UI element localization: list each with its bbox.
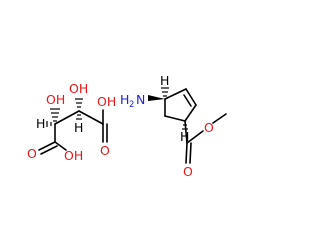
amine-hydrogen-label: H <box>120 92 129 107</box>
structure-drawing: OH OH OH OH H H O O H 2 N H <box>27 73 227 179</box>
hydrogen-label: H <box>160 73 169 88</box>
hydrogen-label: H <box>74 120 83 135</box>
hydroxyl-label: OH <box>46 92 65 107</box>
oxygen-label: O <box>100 143 110 158</box>
oxygen-label: O <box>27 146 37 161</box>
structure-canvas: OH OH OH OH H H O O H 2 N H <box>27 73 227 179</box>
cyclopentene-stereo-bonds <box>148 87 188 130</box>
hydroxyl-label: OH <box>97 94 116 109</box>
carbonyl-oxygen-label: O <box>183 164 193 179</box>
hydrogen-label: H <box>36 116 45 131</box>
hydrogen-label: H <box>180 129 189 144</box>
ester-oxygen-label: O <box>204 120 214 135</box>
hydroxyl-label: OH <box>64 148 83 163</box>
tartaric-acid-stereo-bonds <box>46 98 83 127</box>
hydroxyl-label: OH <box>69 81 88 96</box>
amine-nitrogen-label: N <box>136 92 145 107</box>
amine-subscript-label: 2 <box>129 100 134 110</box>
tartaric-acid-bonds <box>38 109 108 155</box>
cyclopentene-ester-bonds <box>164 88 227 164</box>
